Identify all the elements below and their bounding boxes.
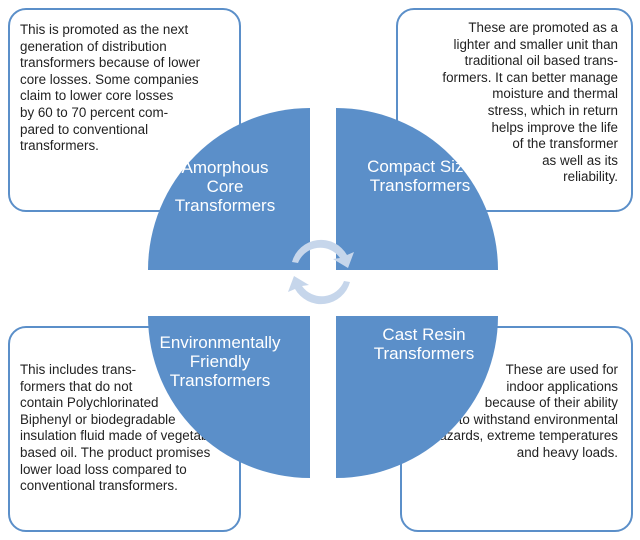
cycle-arrows-icon [288,239,354,305]
cast-resin-title: Cast Resin Transformers [373,325,475,363]
environmentally-friendly-quadrant [148,316,310,478]
amorphous-core-title: Amorphous Core Transformers [174,158,276,215]
environmentally-friendly-description: This includes trans- formers that do not… [20,362,219,494]
compact-size-title: Compact Size Transformers [367,157,473,195]
compact-size-quadrant [336,108,498,270]
environmentally-friendly-title: Environmentally Friendly Transformers [159,333,281,390]
cycle-arrow-bottom [288,276,350,305]
cycle-arrow-top [292,239,354,268]
amorphous-core-quadrant [148,108,310,270]
cast-resin-quadrant [336,316,498,478]
compact-size-description: These are promoted as a lighter and smal… [442,20,618,185]
amorphous-core-description: This is promoted as the next generation … [20,22,201,154]
cast-resin-description: These are used for indoor applications b… [431,362,618,460]
